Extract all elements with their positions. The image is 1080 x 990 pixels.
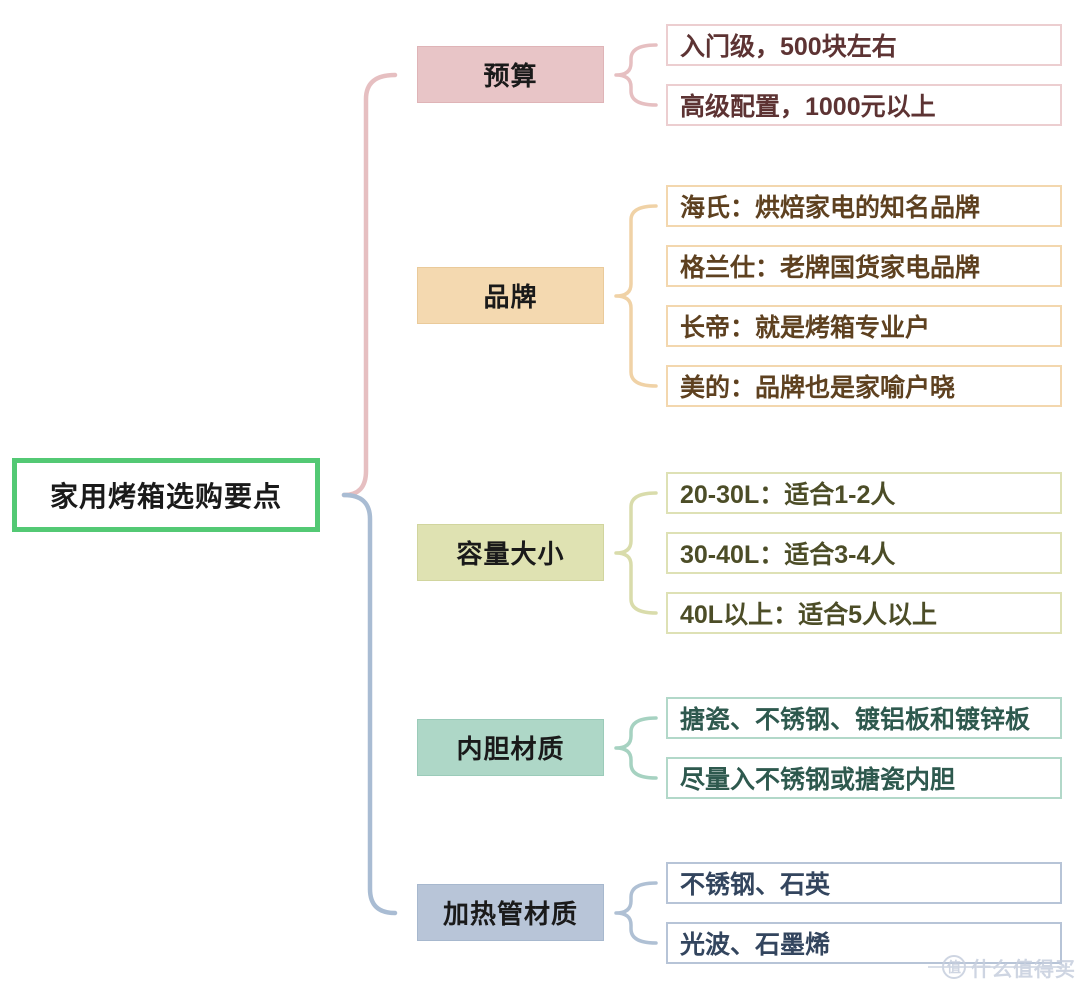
smzdm-logo-icon: 值: [942, 955, 966, 979]
topic-item[interactable]: 20-30L：适合1-2人: [666, 472, 1062, 514]
branch-label: 预算: [483, 61, 538, 91]
topic-label: 长帝：就是烤箱专业户: [680, 314, 931, 342]
topic-item[interactable]: 尽量入不锈钢或搪瓷内胆: [666, 757, 1062, 799]
topic-label: 40L以上：适合5人以上: [680, 601, 937, 629]
topic-label: 海氏：烘焙家电的知名品牌: [680, 194, 981, 222]
watermark-text: 什么值得买: [971, 958, 1076, 981]
branch-brace-brand: [614, 204, 658, 388]
topic-item[interactable]: 高级配置，1000元以上: [666, 84, 1062, 126]
root-node-label: 家用烤箱选购要点: [49, 481, 282, 512]
branch-node-capacity[interactable]: 容量大小: [417, 524, 604, 581]
smzdm-watermark: 值 什么值得买: [928, 950, 1076, 984]
children-group-heating: 不锈钢、石英 光波、石墨烯: [666, 862, 1062, 964]
topic-item[interactable]: 40L以上：适合5人以上: [666, 592, 1062, 634]
topic-label: 不锈钢、石英: [680, 871, 831, 899]
topic-item[interactable]: 海氏：烘焙家电的知名品牌: [666, 185, 1062, 227]
branch-node-heating[interactable]: 加热管材质: [417, 884, 604, 941]
branch-node-budget[interactable]: 预算: [417, 46, 604, 103]
topic-label: 美的：品牌也是家喻户晓: [680, 374, 956, 402]
children-group-capacity: 20-30L：适合1-2人 30-40L：适合3-4人 40L以上：适合5人以上: [666, 472, 1062, 634]
branch-brace-heating: [614, 881, 658, 945]
topic-item[interactable]: 光波、石墨烯: [666, 922, 1062, 964]
branch-brace-liner: [614, 716, 658, 780]
branch-node-brand[interactable]: 品牌: [417, 267, 604, 324]
topic-item[interactable]: 美的：品牌也是家喻户晓: [666, 365, 1062, 407]
topic-label: 20-30L：适合1-2人: [680, 481, 896, 509]
branch-label: 品牌: [483, 282, 538, 312]
topic-label: 入门级，500块左右: [680, 33, 897, 61]
topic-item[interactable]: 不锈钢、石英: [666, 862, 1062, 904]
topic-label: 光波、石墨烯: [680, 931, 831, 959]
branch-node-liner[interactable]: 内胆材质: [417, 719, 604, 776]
topic-label: 高级配置，1000元以上: [680, 93, 936, 121]
topic-label: 搪瓷、不锈钢、镀铝板和镀锌板: [680, 706, 1031, 734]
branch-label: 容量大小: [456, 539, 565, 569]
topic-label: 尽量入不锈钢或搪瓷内胆: [680, 766, 956, 794]
topic-label: 格兰仕：老牌国货家电品牌: [680, 254, 981, 282]
branch-brace-budget: [614, 43, 658, 107]
branch-label: 加热管材质: [442, 899, 578, 929]
topic-item[interactable]: 30-40L：适合3-4人: [666, 532, 1062, 574]
topic-item[interactable]: 搪瓷、不锈钢、镀铝板和镀锌板: [666, 697, 1062, 739]
branch-label: 内胆材质: [456, 734, 565, 764]
topic-label: 30-40L：适合3-4人: [680, 541, 896, 569]
topic-item[interactable]: 格兰仕：老牌国货家电品牌: [666, 245, 1062, 287]
children-group-brand: 海氏：烘焙家电的知名品牌 格兰仕：老牌国货家电品牌 长帝：就是烤箱专业户 美的：…: [666, 185, 1062, 407]
topic-item[interactable]: 长帝：就是烤箱专业户: [666, 305, 1062, 347]
children-group-liner: 搪瓷、不锈钢、镀铝板和镀锌板 尽量入不锈钢或搪瓷内胆: [666, 697, 1062, 799]
children-group-budget: 入门级，500块左右 高级配置，1000元以上: [666, 24, 1062, 126]
root-node[interactable]: 家用烤箱选购要点: [12, 458, 320, 532]
branch-brace-capacity: [614, 491, 658, 615]
root-brace-bottom: [341, 492, 398, 916]
topic-item[interactable]: 入门级，500块左右: [666, 24, 1062, 66]
root-brace-top: [341, 72, 398, 498]
